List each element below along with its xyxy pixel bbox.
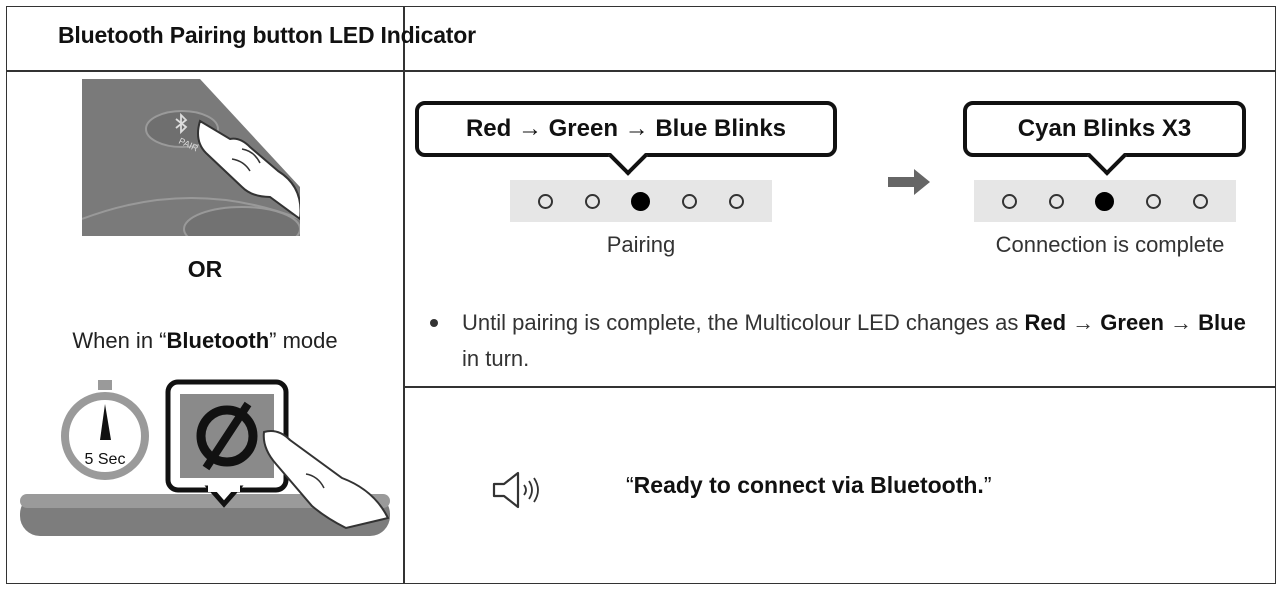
header-divider (6, 70, 1276, 72)
voice-message: Ready to connect via Bluetooth. (633, 472, 984, 498)
note-green: Green (1100, 310, 1164, 335)
complete-caption: Connection is complete (995, 232, 1225, 257)
led-indicator (729, 193, 745, 209)
led-indicator (682, 193, 698, 209)
complete-led-strip (974, 180, 1236, 222)
timer-icon: 5 Sec (61, 380, 149, 480)
pairing-note: Until pairing is complete, the Multicolo… (430, 305, 1260, 377)
led-indicator (1095, 191, 1115, 211)
mode-instruction: When in “Bluetooth” mode (72, 328, 338, 353)
pairing-led-strip (510, 180, 772, 222)
complete-callout: Cyan Blinks X3 (963, 101, 1246, 176)
row-divider (403, 386, 1276, 388)
speaker-icon (492, 471, 539, 509)
led-indicator (537, 193, 553, 209)
soundbar-button-illustration: 5 Sec (20, 379, 390, 536)
pairing-callout: Red → Green → Blue Blinks (415, 101, 837, 176)
table-frame (6, 6, 1276, 584)
led-indicator (584, 193, 600, 209)
pair-button-illustration: PAIR (82, 79, 300, 236)
note-red: Red (1024, 310, 1067, 335)
table-title: Bluetooth Pairing button LED Indicator (58, 22, 476, 48)
voice-prompt: “Ready to connect via Bluetooth.” (626, 472, 992, 498)
mode-name: Bluetooth (166, 328, 270, 353)
bluetooth-multifunction-button-icon (196, 401, 258, 471)
led-indicator (1048, 193, 1064, 209)
led-indicator (631, 191, 651, 211)
pairing-caption: Pairing (606, 232, 676, 257)
timer-label: 5 Sec (85, 451, 126, 468)
column-divider (403, 6, 405, 584)
led-indicator (1001, 193, 1017, 209)
or-label: OR (187, 256, 223, 282)
note-blue: Blue (1198, 310, 1246, 335)
led-indicator (1146, 193, 1162, 209)
led-indicator (1193, 193, 1209, 209)
right-arrow-icon (888, 169, 930, 195)
bullet-icon (430, 319, 438, 327)
